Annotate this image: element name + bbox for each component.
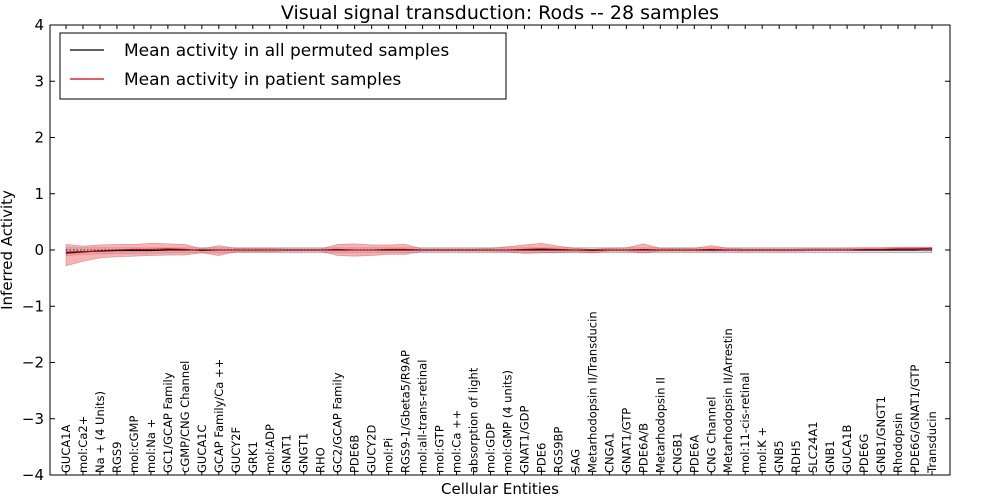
x-tick-label: PDE6G bbox=[857, 434, 871, 473]
x-tick-label: GUCY2F bbox=[229, 427, 243, 473]
x-tick-label: GNAT1/GDP bbox=[517, 406, 531, 473]
x-tick-label: mol:11-cis-retinal bbox=[738, 372, 752, 473]
x-tick-label: CNGB1 bbox=[670, 432, 684, 473]
x-tick-label: GUCA1A bbox=[59, 424, 73, 473]
x-tick-label: mol:cGMP bbox=[127, 416, 141, 473]
legend-label-1: Mean activity in patient samples bbox=[124, 70, 401, 90]
y-tick-label: 3 bbox=[34, 72, 44, 90]
y-tick-label: −3 bbox=[22, 410, 44, 428]
x-tick-label: RHO bbox=[314, 447, 328, 473]
y-tick-label: −4 bbox=[22, 466, 44, 484]
y-axis: 4 3 2 1 0 −1 −2 −3 −4 bbox=[22, 16, 950, 484]
x-tick-label: CNGA1 bbox=[602, 432, 616, 473]
x-tick-label: SLC24A1 bbox=[806, 421, 820, 473]
x-tick-label: GNB1 bbox=[823, 440, 837, 473]
x-tick-label: GRK1 bbox=[246, 441, 260, 473]
x-tick-label: SAG bbox=[568, 449, 582, 473]
y-tick-label: −2 bbox=[22, 354, 44, 372]
x-tick-label: GUCA1C bbox=[195, 424, 209, 473]
x-tick-label: mol:ADP bbox=[263, 424, 277, 473]
x-tick-label: GC1/GCAP Family bbox=[161, 372, 175, 473]
x-tick-label: PDE6A bbox=[687, 435, 701, 473]
x-tick-label: mol:Pi bbox=[382, 438, 396, 473]
x-tick-label: RGS9BP bbox=[551, 427, 565, 473]
x-tick-label: mol:Ca2+ bbox=[76, 416, 90, 473]
x-tick-label: RGS9-1/Gbeta5/R9AP bbox=[399, 350, 413, 473]
x-tick-label: GNGT1 bbox=[297, 433, 311, 473]
x-tick-label: mol:all-trans-retinal bbox=[416, 360, 430, 473]
x-tick-label: mol:K + bbox=[755, 427, 769, 473]
x-tick-label: Metarhodopsin II/Arrestin bbox=[721, 328, 735, 473]
x-tick-label: Metarhodopsin II bbox=[653, 377, 667, 473]
chart-title: Visual signal transduction: Rods -- 28 s… bbox=[281, 2, 719, 24]
legend: Mean activity in all permuted samplesMea… bbox=[59, 32, 507, 100]
y-tick-label: 4 bbox=[34, 16, 44, 34]
x-tick-label: Transducin bbox=[925, 411, 939, 474]
x-tick-label: CNG Channel bbox=[704, 397, 718, 473]
y-tick-label: 2 bbox=[34, 129, 44, 147]
x-tick-label: mol:GDP bbox=[484, 423, 498, 473]
x-tick-label: cGMP/CNG Channel bbox=[178, 361, 192, 473]
x-tick-label: PDE6B bbox=[348, 435, 362, 473]
x-tick-label: GUCA1B bbox=[840, 424, 854, 473]
y-tick-label: 0 bbox=[34, 241, 44, 259]
x-tick-label: GUCY2D bbox=[365, 425, 379, 473]
x-tick-label: GCAP Family/Ca ++ bbox=[212, 359, 226, 473]
x-tick-label: mol:GTP bbox=[433, 425, 447, 473]
y-tick-label: −1 bbox=[22, 297, 44, 315]
x-tick-label: GNB1/GNGT1 bbox=[874, 396, 888, 473]
x-tick-label: GNAT1 bbox=[280, 434, 294, 473]
x-tick-label: mol:GMP (4 units) bbox=[500, 370, 514, 473]
legend-box bbox=[59, 32, 507, 100]
x-tick-label: mol:Ca ++ bbox=[450, 410, 464, 473]
x-tick-label: PDE6G/GNAT1/GTP bbox=[908, 365, 922, 473]
x-axis-label: Cellular Entities bbox=[441, 480, 559, 498]
y-axis-label: Inferred Activity bbox=[0, 190, 16, 310]
x-tick-label: GNAT1/GTP bbox=[619, 408, 633, 473]
x-tick-label: RDH5 bbox=[789, 440, 803, 473]
x-tick-label: absorption of light bbox=[467, 367, 481, 473]
x-tick-label: GNB5 bbox=[772, 440, 786, 473]
x-tick-label: mol:Na + bbox=[144, 419, 158, 473]
series-band-1 bbox=[65, 242, 933, 267]
x-tick-label: PDE6A/B bbox=[636, 423, 650, 473]
x-tick-label: PDE6 bbox=[534, 443, 548, 473]
x-tick-label: Rhodopsin bbox=[891, 413, 905, 473]
legend-label-0: Mean activity in all permuted samples bbox=[124, 41, 449, 61]
confidence-bands bbox=[65, 242, 933, 267]
x-tick-label: RGS9 bbox=[110, 441, 124, 473]
x-tick-label: Metarhodopsin II/Transducin bbox=[585, 311, 599, 473]
x-tick-label: GC2/GCAP Family bbox=[331, 372, 345, 473]
y-tick-label: 1 bbox=[34, 185, 44, 203]
x-tick-label: Na + (4 Units) bbox=[93, 391, 107, 473]
